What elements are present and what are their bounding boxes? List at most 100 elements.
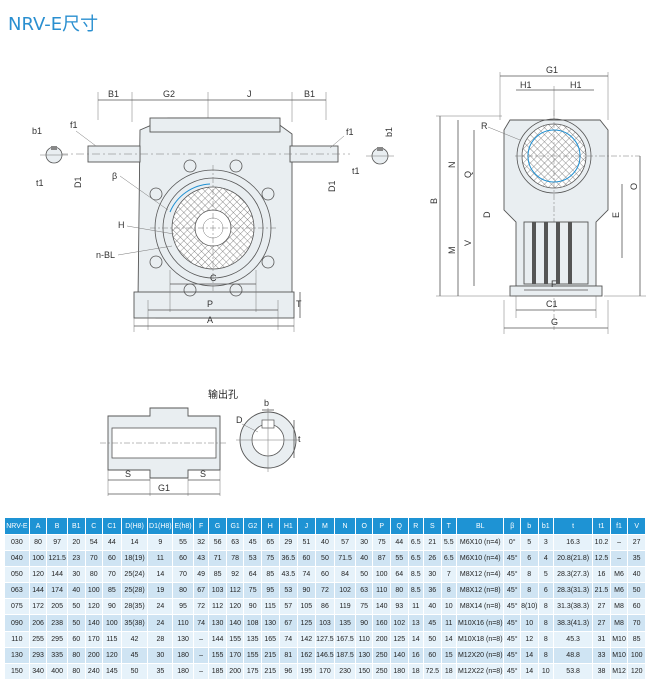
table-cell: 30 xyxy=(66,566,86,584)
table-cell: 110 xyxy=(172,614,194,632)
table-cell: 90 xyxy=(297,582,316,600)
dim-b1-section-left: b1 xyxy=(32,126,42,136)
table-cell: 144 xyxy=(46,566,68,584)
table-cell: 75 xyxy=(372,533,391,552)
table-cell: 64 xyxy=(243,566,262,584)
table-cell: 12 xyxy=(519,630,539,648)
dim-f: F xyxy=(551,279,557,289)
table-header-cell: H xyxy=(260,517,280,535)
table-cell: 295 xyxy=(46,630,68,648)
table-cell: 105 xyxy=(297,598,316,616)
table-cell: 97 xyxy=(46,533,68,552)
table-cell: 45 xyxy=(120,646,149,664)
table-cell: 40 xyxy=(627,566,646,584)
table-cell: 44 xyxy=(389,533,409,552)
dim-h1-a: H1 xyxy=(520,80,532,90)
table-cell: 20.8(21.8) xyxy=(552,550,594,568)
table-cell: 75 xyxy=(260,550,280,568)
table-cell: 240 xyxy=(84,662,104,680)
table-cell: 103 xyxy=(208,582,227,600)
table-header-cell: J xyxy=(297,517,316,535)
table-header-cell: P xyxy=(372,517,391,535)
dim-g-side: G xyxy=(551,317,558,327)
table-cell: 255 xyxy=(28,630,48,648)
table-cell: 35 xyxy=(627,550,646,568)
table-cell: 60 xyxy=(627,598,646,616)
table-cell: 38 xyxy=(592,662,611,680)
table-cell: 170 xyxy=(314,662,336,680)
table-cell: 8 xyxy=(537,598,555,616)
table-cell: 45° xyxy=(503,662,521,680)
table-cell: – xyxy=(609,533,629,552)
dim-h1-b: H1 xyxy=(570,80,582,90)
table-cell: 85 xyxy=(102,582,122,600)
label-r: R xyxy=(481,121,488,131)
table-cell: 172 xyxy=(28,598,48,616)
dim-n: N xyxy=(447,162,457,169)
table-cell: 49 xyxy=(192,566,210,584)
table-cell: 45° xyxy=(503,566,521,584)
table-cell: 121.5 xyxy=(46,550,68,568)
table-cell: 040 xyxy=(4,550,30,568)
table-cell: 45 xyxy=(423,614,442,632)
table-header-cell: D1(H8) xyxy=(147,517,174,535)
table-cell: 090 xyxy=(4,614,30,632)
table-cell: 80 xyxy=(28,533,48,552)
dim-c1: C1 xyxy=(546,299,558,309)
table-cell: 72.5 xyxy=(423,662,442,680)
table-cell: 162 xyxy=(297,646,316,664)
table-cell: 60 xyxy=(314,566,336,584)
table-cell: 25(28) xyxy=(120,582,149,600)
table-cell: 215 xyxy=(260,646,280,664)
table-header-cell: E(h8) xyxy=(172,517,194,535)
table-cell: 57 xyxy=(334,533,356,552)
table-cell: 27 xyxy=(627,533,646,552)
table-cell: 120 xyxy=(102,646,122,664)
table-cell: 155 xyxy=(225,630,245,648)
table-cell: 112 xyxy=(208,598,227,616)
dim-b1-section-right: b1 xyxy=(384,127,394,137)
table-cell: 95 xyxy=(172,598,194,616)
table-cell: 100 xyxy=(627,646,646,664)
table-cell: 130 xyxy=(4,646,30,664)
table-cell: 21 xyxy=(423,533,442,552)
dim-v: V xyxy=(463,240,473,246)
table-cell: 144 xyxy=(208,630,227,648)
table-cell: 50 xyxy=(66,614,86,632)
table-cell: 56 xyxy=(208,533,227,552)
table-cell: 5 xyxy=(537,566,555,584)
table-cell: 10 xyxy=(537,662,555,680)
table-cell: 74 xyxy=(297,566,316,584)
table-cell: 40 xyxy=(314,533,336,552)
table-cell: 90 xyxy=(243,598,262,616)
table-cell: 215 xyxy=(260,662,280,680)
table-cell: 130 xyxy=(354,646,374,664)
table-cell: 100 xyxy=(372,566,391,584)
table-cell: 45 xyxy=(243,533,262,552)
table-cell: 195 xyxy=(297,662,316,680)
table-cell: 335 xyxy=(46,646,68,664)
table-cell: 64 xyxy=(389,566,409,584)
table-cell: 140 xyxy=(225,614,245,632)
table-cell: 80 xyxy=(84,566,104,584)
table-header-cell: C1 xyxy=(102,517,122,535)
table-cell: 95 xyxy=(260,582,280,600)
table-cell: 14 xyxy=(440,630,458,648)
table-cell: 250 xyxy=(372,662,391,680)
table-cell: 205 xyxy=(46,598,68,616)
table-cell: 16 xyxy=(407,646,425,664)
dim-g1-side: G1 xyxy=(546,65,558,75)
table-cell: 45.3 xyxy=(552,630,594,648)
bore-dim-b: b xyxy=(264,398,269,408)
table-cell: 180 xyxy=(172,662,194,680)
table-cell: 155 xyxy=(208,646,227,664)
table-header-cell: b xyxy=(519,517,539,535)
table-cell: M6 xyxy=(609,582,629,600)
table-cell: 43.5 xyxy=(278,566,299,584)
table-cell: 63 xyxy=(225,533,245,552)
table-cell: 30 xyxy=(423,566,442,584)
table-cell: 140 xyxy=(389,646,409,664)
